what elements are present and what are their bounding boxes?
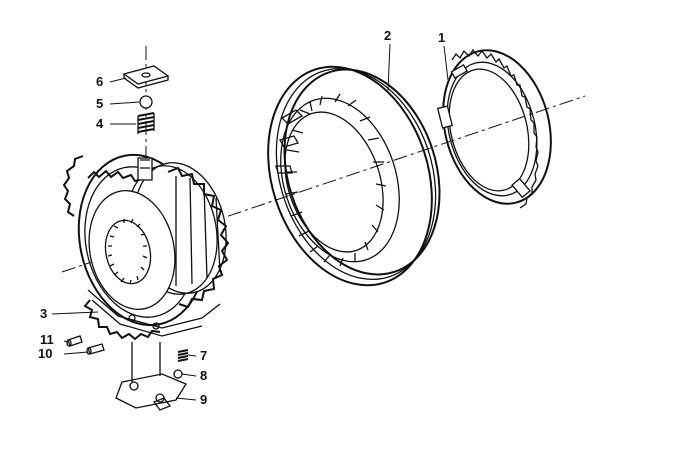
part-10-pin [86, 343, 105, 355]
part-3-synchronizer-hub [62, 153, 230, 341]
callout-7: 7 [200, 348, 207, 363]
part-2-sliding-sleeve [267, 65, 441, 287]
callout-9: 9 [200, 392, 207, 407]
callout-2: 2 [384, 28, 391, 43]
callout-3: 3 [40, 306, 47, 321]
leader-lines [51, 43, 449, 401]
callout-4: 4 [96, 116, 104, 131]
part-6-thrust-plate [122, 65, 170, 89]
callout-6: 6 [96, 74, 103, 89]
part-9-shift-block [115, 342, 187, 411]
part-11-pin [66, 335, 83, 347]
center-axis-line [61, 95, 586, 273]
part-8-small-ball [173, 369, 183, 379]
callout-11: 11 [40, 332, 54, 347]
callout-1: 1 [438, 30, 445, 45]
callout-10: 10 [38, 346, 52, 361]
part-7-small-spring [177, 349, 189, 362]
part-4-compression-spring [137, 112, 155, 134]
callout-5: 5 [96, 96, 103, 111]
callout-8: 8 [200, 368, 207, 383]
part-5-detent-ball [139, 95, 153, 109]
part-1-synchronizer-ring [436, 48, 552, 209]
